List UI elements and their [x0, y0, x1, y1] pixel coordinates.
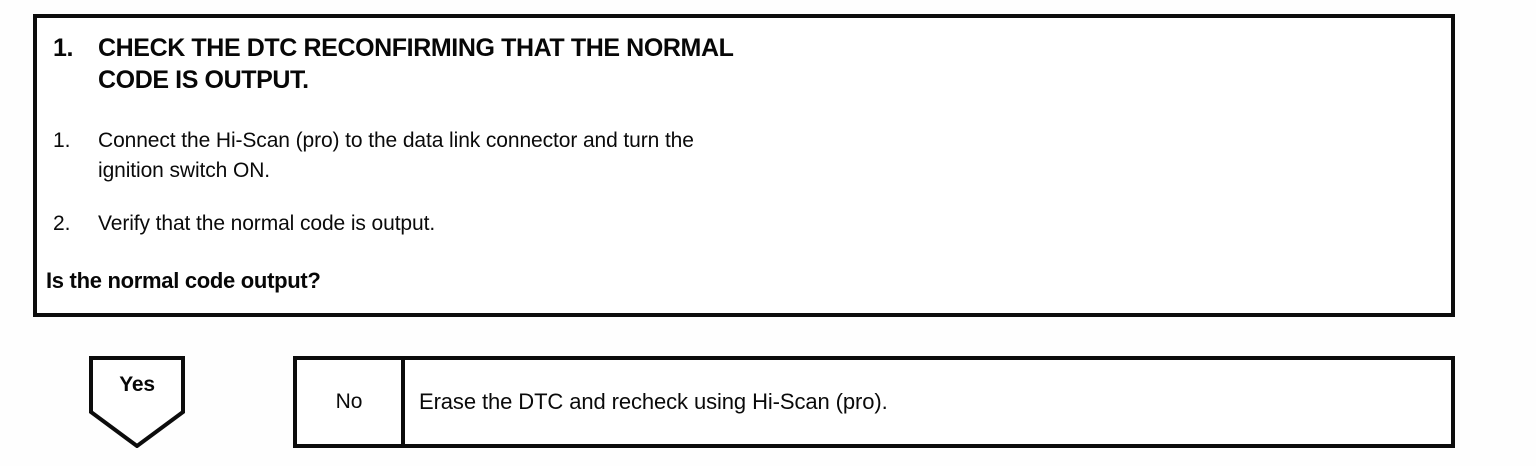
- decision-question: Is the normal code output?: [46, 268, 321, 293]
- yes-flow-connector: Yes: [89, 356, 185, 448]
- instruction-text: Verify that the normal code is output.: [98, 209, 435, 239]
- no-outcome-table: No Erase the DTC and recheck using Hi-Sc…: [293, 356, 1455, 448]
- step-title: 1. CHECK THE DTC RECONFIRMING THAT THE N…: [53, 32, 734, 96]
- step-title-number: 1.: [53, 34, 74, 62]
- no-label: No: [297, 360, 405, 444]
- procedure-step-box: 1. CHECK THE DTC RECONFIRMING THAT THE N…: [33, 14, 1455, 317]
- instruction-text: Connect the Hi-Scan (pro) to the data li…: [98, 126, 694, 186]
- step-title-line-1: CHECK THE DTC RECONFIRMING THAT THE NORM…: [98, 34, 734, 62]
- pentagon-down-arrow-shape: [89, 356, 185, 448]
- instruction-line: ignition switch ON.: [98, 159, 270, 182]
- instruction-line: Connect the Hi-Scan (pro) to the data li…: [98, 129, 694, 152]
- instruction-item: 2. Verify that the normal code is output…: [53, 209, 435, 239]
- instruction-number: 2.: [53, 212, 71, 235]
- yes-label: Yes: [119, 373, 155, 396]
- no-action-text: Erase the DTC and recheck using Hi-Scan …: [419, 389, 888, 414]
- instruction-number: 1.: [53, 129, 71, 152]
- step-title-line-2: CODE IS OUTPUT.: [98, 66, 309, 94]
- instruction-line: Verify that the normal code is output.: [98, 212, 436, 235]
- step-title-text: CHECK THE DTC RECONFIRMING THAT THE NORM…: [98, 32, 734, 96]
- instruction-item: 1. Connect the Hi-Scan (pro) to the data…: [53, 126, 694, 186]
